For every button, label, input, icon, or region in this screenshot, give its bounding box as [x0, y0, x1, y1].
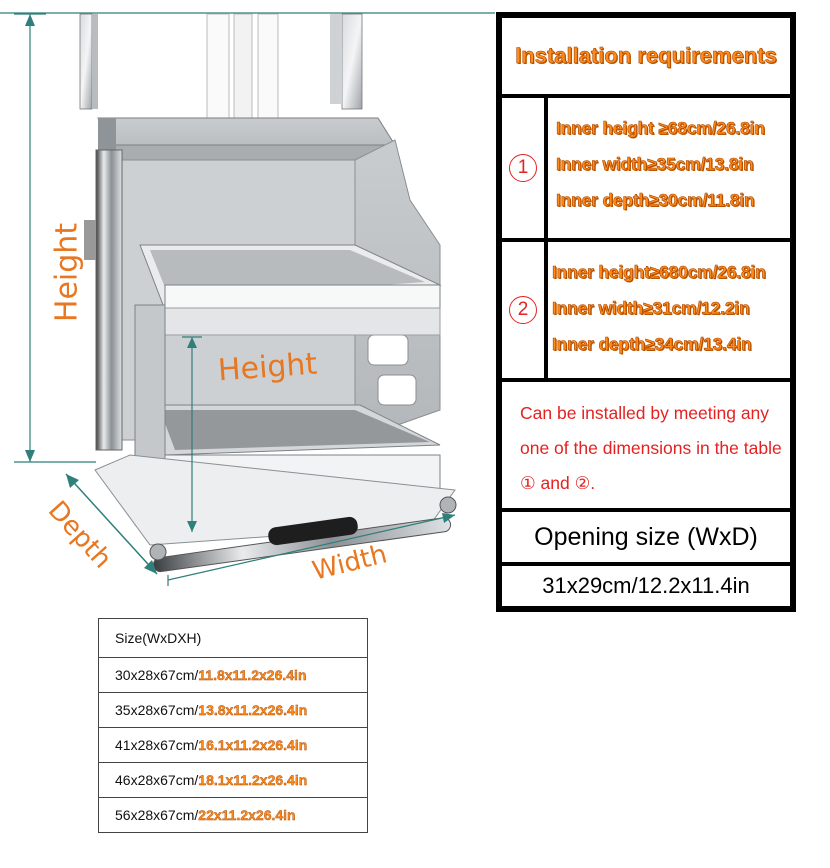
option-2-inner-depth: Inner depth≥34cm/13.4in [552, 334, 752, 355]
option-1-number-cell: 1 [502, 98, 544, 238]
option-2-inner-width: Inner width≥31cm/12.2in [552, 298, 750, 319]
requirements-title-cell: Installation requirements [502, 18, 790, 94]
size-imperial: 16.1x11.2x26.4in [198, 737, 308, 753]
opening-size-value: 31x29cm/12.2x11.4in [542, 573, 750, 598]
table-row: 30x28x67cm/11.8x11.2x26.4in [98, 657, 368, 693]
requirements-title: Installation requirements [515, 43, 777, 69]
installation-note-cell: Can be installed by meeting any one of t… [502, 382, 790, 508]
table-row: 41x28x67cm/16.1x11.2x26.4in [98, 727, 368, 763]
size-imperial: 11.8x11.2x26.4in [198, 667, 307, 683]
installation-requirements-panel: Installation requirements 1 Inner height… [496, 12, 796, 612]
option-2-number: 2 [509, 296, 537, 324]
size-metric: 30x28x67cm/ [115, 667, 199, 683]
size-table-header: Size(WxDXH) [98, 618, 368, 658]
opening-size-value-cell: 31x29cm/12.2x11.4in [502, 566, 790, 606]
height-label-left: Height [49, 222, 85, 323]
size-metric: 41x28x67cm/ [115, 737, 199, 753]
size-imperial: 13.8x11.2x26.4in [198, 702, 308, 718]
table-row: 46x28x67cm/18.1x11.2x26.4in [98, 762, 368, 798]
option-1-number: 1 [509, 154, 537, 182]
pull-down-basket-drawing [0, 12, 495, 586]
option-1-inner-depth: Inner depth≥30cm/11.8in [556, 190, 755, 211]
option-2-inner-height: Inner height≥680cm/26.8in [552, 262, 767, 283]
option-2-requirements: Inner height≥680cm/26.8in Inner width≥31… [548, 242, 790, 378]
size-metric: 35x28x67cm/ [115, 702, 199, 718]
width-dimension-line [167, 514, 456, 581]
opening-size-label-cell: Opening size (WxD) [502, 512, 790, 562]
option-1-requirements: Inner height ≥68cm/26.8in Inner width≥35… [548, 98, 790, 238]
size-metric: 46x28x67cm/ [115, 772, 199, 788]
height-label-inner: Height [216, 346, 319, 389]
size-imperial: 22x11.2x26.4in [198, 807, 296, 823]
product-illustration: Height Height Depth Width [0, 0, 495, 610]
table-row: 35x28x67cm/13.8x11.2x26.4in [98, 692, 368, 728]
option-2-number-cell: 2 [502, 242, 544, 378]
installation-note: Can be installed by meeting any one of t… [520, 403, 782, 493]
depth-dimension-line [65, 473, 158, 575]
size-imperial: 18.1x11.2x26.4in [198, 772, 308, 788]
option-1-inner-width: Inner width≥35cm/13.8in [556, 154, 754, 175]
opening-size-label: Opening size (WxD) [534, 522, 758, 551]
size-table-header-row: Size(WxDXH) [98, 618, 368, 658]
table-row: 56x28x67cm/22x11.2x26.4in [98, 797, 368, 833]
option-1-inner-height: Inner height ≥68cm/26.8in [556, 118, 766, 139]
size-metric: 56x28x67cm/ [115, 807, 199, 823]
size-table: Size(WxDXH) 30x28x67cm/11.8x11.2x26.4in … [98, 618, 368, 833]
